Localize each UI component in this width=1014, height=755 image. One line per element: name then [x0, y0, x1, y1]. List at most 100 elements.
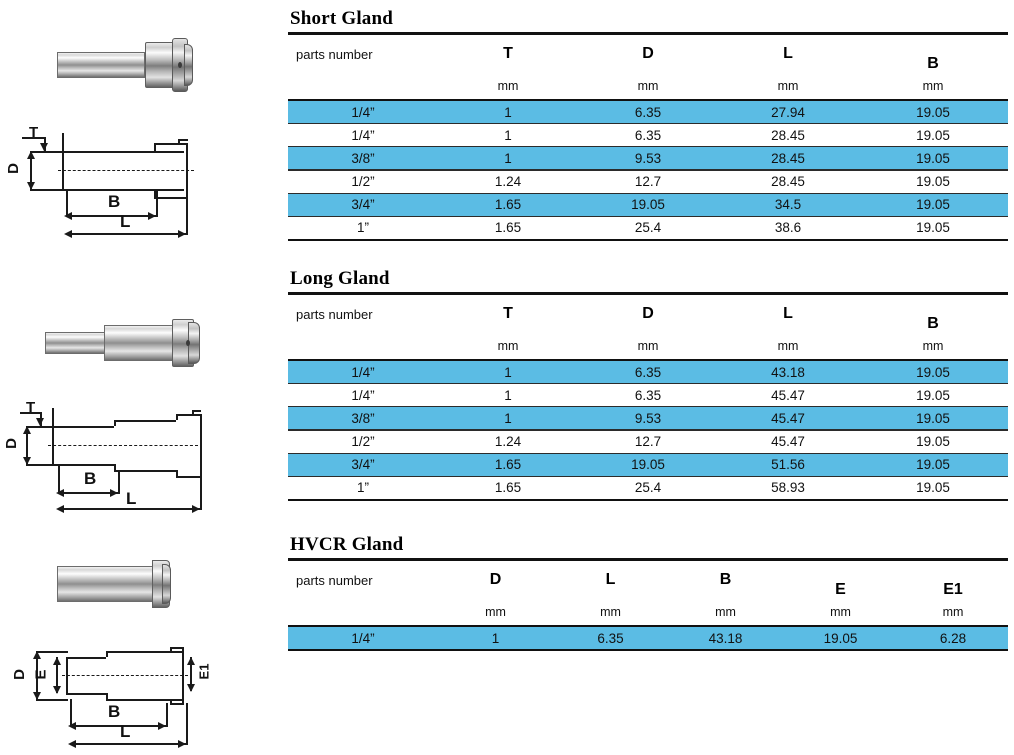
cell-d: 9.53	[578, 407, 718, 430]
cell-part-number: 1/2”	[351, 434, 375, 450]
cell-part-number: 3/8”	[288, 407, 438, 430]
cell-t: 1	[438, 147, 578, 170]
row-separator	[288, 192, 1008, 194]
cell-b: 19.05	[858, 453, 1008, 476]
cell-b: 19.05	[916, 434, 950, 450]
table-bottom-rule	[288, 649, 1008, 651]
cell-l: 51.56	[718, 453, 858, 476]
cell-d: 25.4	[634, 480, 662, 496]
cell-t: 1	[504, 127, 512, 143]
long-gland-dimension-drawing: T D B L	[0, 398, 235, 513]
header-col-d: D	[642, 45, 654, 62]
unit-b: mm	[922, 339, 944, 353]
header-col-l: L	[783, 45, 793, 62]
header-col-t: T	[503, 305, 513, 322]
row-separator	[288, 215, 1008, 217]
header-col-t: T	[503, 45, 513, 62]
long-gland-illustration: T D B L	[0, 310, 285, 513]
unit-t: mm	[497, 339, 519, 353]
row-separator	[288, 383, 1008, 385]
cell-t: 1.24	[494, 174, 522, 190]
short-gland-dimension-drawing: T D B L	[0, 125, 235, 240]
cell-part-number: 1/4”	[351, 127, 375, 143]
unit-d: mm	[637, 339, 659, 353]
cell-d: 19.05	[578, 193, 718, 216]
row-separator	[288, 475, 1008, 477]
cell-d: 12.7	[634, 174, 662, 190]
row-separator	[288, 406, 1008, 408]
header-parts-number: parts number	[296, 306, 373, 322]
header-parts-number: parts number	[296, 46, 373, 62]
unit-b: mm	[922, 79, 944, 93]
cell-l: 58.93	[771, 480, 805, 496]
cell-l: 27.94	[718, 101, 858, 123]
title-rule	[288, 558, 1008, 561]
cell-d: 6.35	[578, 361, 718, 383]
cell-part-number: 3/4”	[288, 453, 438, 476]
section-title-short-gland: Short Gland	[290, 8, 394, 29]
cell-d: 9.53	[578, 147, 718, 170]
cell-part-number: 1/4”	[288, 101, 438, 123]
unit-spacer	[288, 73, 438, 99]
header-bottom-rule	[288, 99, 1008, 101]
long-gland-table-section: Long Gland parts number T D L B mm mm mm	[288, 268, 1008, 501]
cell-part-number: 3/8”	[288, 147, 438, 170]
cell-b: 19.05	[858, 407, 1008, 430]
title-rule	[288, 292, 1008, 295]
unit-e: mm	[830, 605, 851, 619]
unit-e1: mm	[942, 605, 964, 619]
cell-part-number: 1”	[356, 220, 369, 236]
table-unit-row: mm mm mm mm	[288, 73, 1008, 99]
cell-t: 1	[438, 407, 578, 430]
cell-t: 1.65	[438, 453, 578, 476]
row-separator	[288, 146, 1008, 148]
cell-d: 6.35	[578, 101, 718, 123]
row-separator	[288, 169, 1008, 171]
cell-t: 1.65	[494, 480, 522, 496]
cell-part-number: 1/4”	[351, 387, 375, 403]
cell-part-number: 1/4”	[288, 627, 438, 649]
row-separator	[288, 123, 1008, 125]
cell-b: 19.05	[858, 147, 1008, 170]
unit-d: mm	[485, 605, 506, 619]
row-separator	[288, 452, 1008, 454]
title-rule	[288, 32, 1008, 35]
cell-d: 12.7	[634, 434, 662, 450]
cell-part-number: 1/2”	[351, 174, 375, 190]
unit-l: mm	[600, 605, 621, 619]
header-col-d: D	[489, 571, 502, 588]
unit-d: mm	[637, 79, 659, 93]
hvcr-gland-table-section: HVCR Gland parts number D L B E E1 mm mm	[288, 534, 1008, 651]
cell-e1: 6.28	[898, 627, 1008, 649]
cell-b: 19.05	[858, 193, 1008, 216]
unit-t: mm	[497, 79, 519, 93]
cell-t: 1.24	[494, 434, 522, 450]
table-unit-row: mm mm mm mm mm	[288, 599, 1008, 625]
long-gland-table: parts number T D L B mm mm mm mm	[288, 295, 1008, 359]
cell-d: 25.4	[634, 220, 662, 236]
section-title-hvcr-gland: HVCR Gland	[290, 534, 404, 555]
unit-l: mm	[777, 339, 799, 353]
cell-b: 19.05	[916, 480, 950, 496]
cell-t: 1	[438, 361, 578, 383]
header-col-l: L	[783, 305, 793, 322]
cell-b: 19.05	[916, 127, 950, 143]
cell-b: 19.05	[916, 174, 950, 190]
cell-d: 1	[438, 627, 553, 649]
header-col-e1: E1	[943, 581, 963, 598]
cell-t: 1.65	[438, 193, 578, 216]
header-bottom-rule	[288, 625, 1008, 627]
cell-b: 19.05	[916, 387, 950, 403]
